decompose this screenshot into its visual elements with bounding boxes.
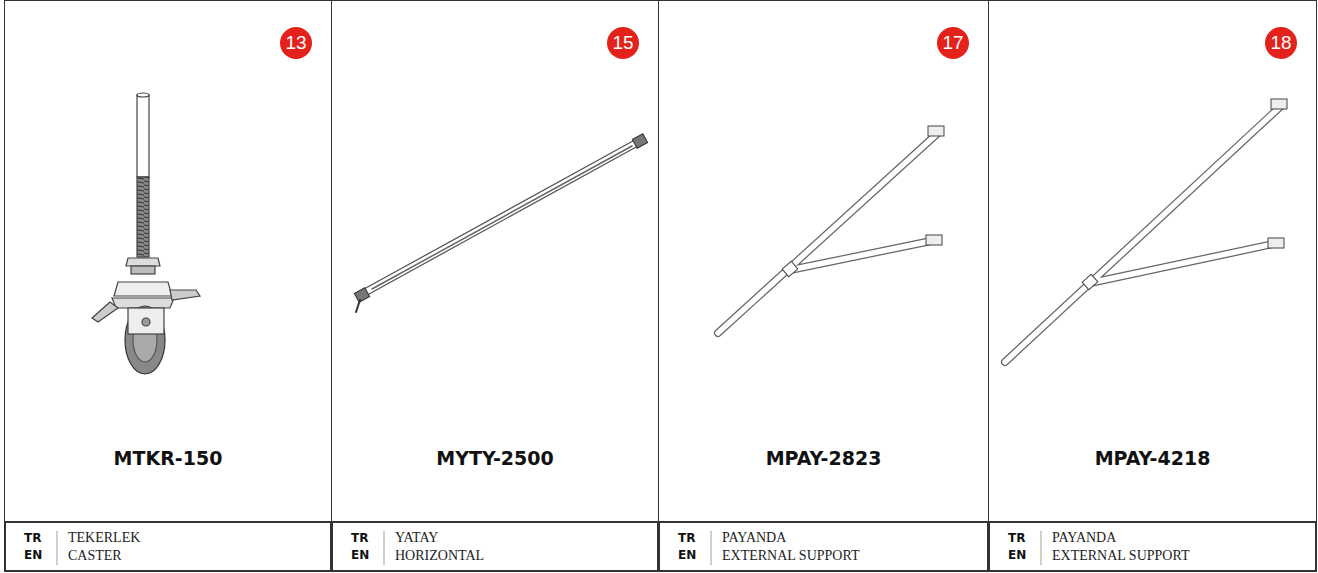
support-illustration: [718, 126, 944, 333]
language-code: TR: [24, 531, 41, 545]
part-code: MTKR-150: [5, 447, 331, 469]
part-cell: MYTY-2500 15: [331, 0, 659, 522]
callout-circle: 17: [937, 27, 969, 59]
name-cell: TR EN YATAY HORIZONTAL: [331, 521, 659, 572]
separator-bar: [56, 531, 58, 565]
support-illustration: [1005, 99, 1287, 362]
separator-bar: [383, 531, 385, 565]
turkish-name: TEKERLEK: [68, 530, 140, 546]
language-code: TR: [1008, 531, 1025, 545]
callout-circle: 18: [1265, 27, 1297, 59]
part-code: MYTY-2500: [332, 447, 658, 469]
language-code: EN: [24, 548, 42, 562]
english-name: HORIZONTAL: [395, 548, 484, 564]
separator-bar: [710, 531, 712, 565]
part-cell: MPAY-2823 17: [658, 0, 989, 522]
turkish-name: PAYANDA: [1052, 530, 1116, 546]
turkish-name: PAYANDA: [722, 530, 786, 546]
callout-number: 15: [607, 27, 639, 59]
callout-number: 17: [937, 27, 969, 59]
callout-number: 13: [280, 27, 312, 59]
part-code: MPAY-2823: [659, 447, 988, 469]
callout-circle: 15: [607, 27, 639, 59]
english-name: CASTER: [68, 548, 122, 564]
name-cell: TR EN TEKERLEK CASTER: [4, 521, 332, 572]
language-code: EN: [1008, 548, 1026, 562]
callout-number: 18: [1265, 27, 1297, 59]
language-code: TR: [678, 531, 695, 545]
part-code: MPAY-4218: [989, 447, 1316, 469]
part-cell: MTKR-150 13: [4, 0, 332, 522]
callout-circle: 13: [280, 27, 312, 59]
name-cell: TR EN PAYANDA EXTERNAL SUPPORT: [988, 521, 1317, 572]
language-code: EN: [678, 548, 696, 562]
turkish-name: YATAY: [395, 530, 438, 546]
english-name: EXTERNAL SUPPORT: [722, 548, 859, 564]
separator-bar: [1040, 531, 1042, 565]
language-code: TR: [351, 531, 368, 545]
name-cell: TR EN PAYANDA EXTERNAL SUPPORT: [658, 521, 989, 572]
english-name: EXTERNAL SUPPORT: [1052, 548, 1189, 564]
language-code: EN: [351, 548, 369, 562]
part-cell: MPAY-4218 18: [988, 0, 1317, 522]
caster-illustration: [92, 93, 200, 374]
horizontal-illustration: [354, 134, 647, 312]
